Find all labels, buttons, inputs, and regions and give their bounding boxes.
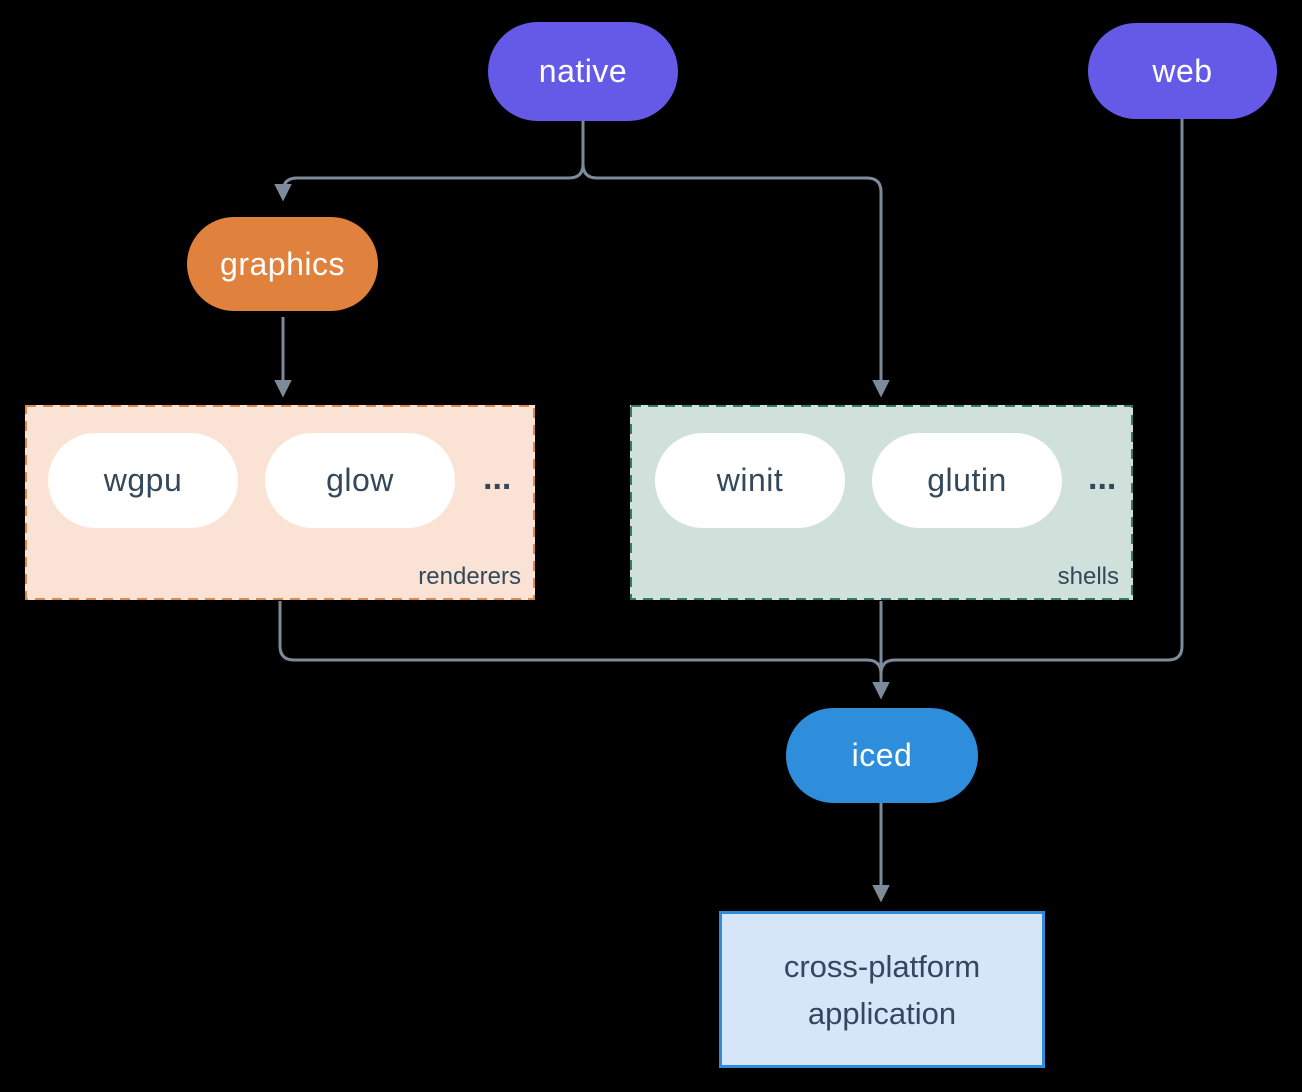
edge-web-merge <box>879 119 1184 675</box>
app-label-line1: cross-platform <box>783 948 981 984</box>
node-winit: winit <box>655 433 845 528</box>
node-wgpu: wgpu <box>48 433 238 528</box>
renderers-dashed-border <box>25 405 535 600</box>
shells-ellipsis: ... <box>1088 459 1117 497</box>
renderers-ellipsis: ... <box>483 459 512 497</box>
edge-renderers-merge <box>278 601 883 675</box>
node-web-label: web <box>1152 52 1213 89</box>
node-glutin-label: glutin <box>927 462 1007 498</box>
node-glow: glow <box>265 433 455 528</box>
edge-native-shells <box>581 121 890 398</box>
group-shells: winit glutin ... shells <box>630 405 1133 600</box>
node-native: native <box>488 22 678 121</box>
shells-dashed-border <box>630 405 1133 600</box>
node-glow-label: glow <box>326 462 394 498</box>
node-wgpu-label: wgpu <box>103 462 183 498</box>
node-glutin: glutin <box>872 433 1062 528</box>
node-web: web <box>1088 23 1277 119</box>
edge-native-graphics <box>274 121 585 202</box>
node-native-label: native <box>538 53 628 89</box>
node-winit-label: winit <box>716 462 784 498</box>
group-renderers: wgpu glow ... renderers <box>25 405 535 600</box>
app-label-line2: application <box>807 995 957 1031</box>
node-graphics-label: graphics <box>220 245 345 282</box>
node-cross-platform-application: cross-platform application <box>719 911 1045 1068</box>
node-iced-label: iced <box>851 737 913 773</box>
renderers-group-label: renderers <box>418 563 521 590</box>
shells-group-label: shells <box>1057 563 1119 590</box>
node-graphics: graphics <box>187 217 378 311</box>
node-iced: iced <box>786 708 978 803</box>
